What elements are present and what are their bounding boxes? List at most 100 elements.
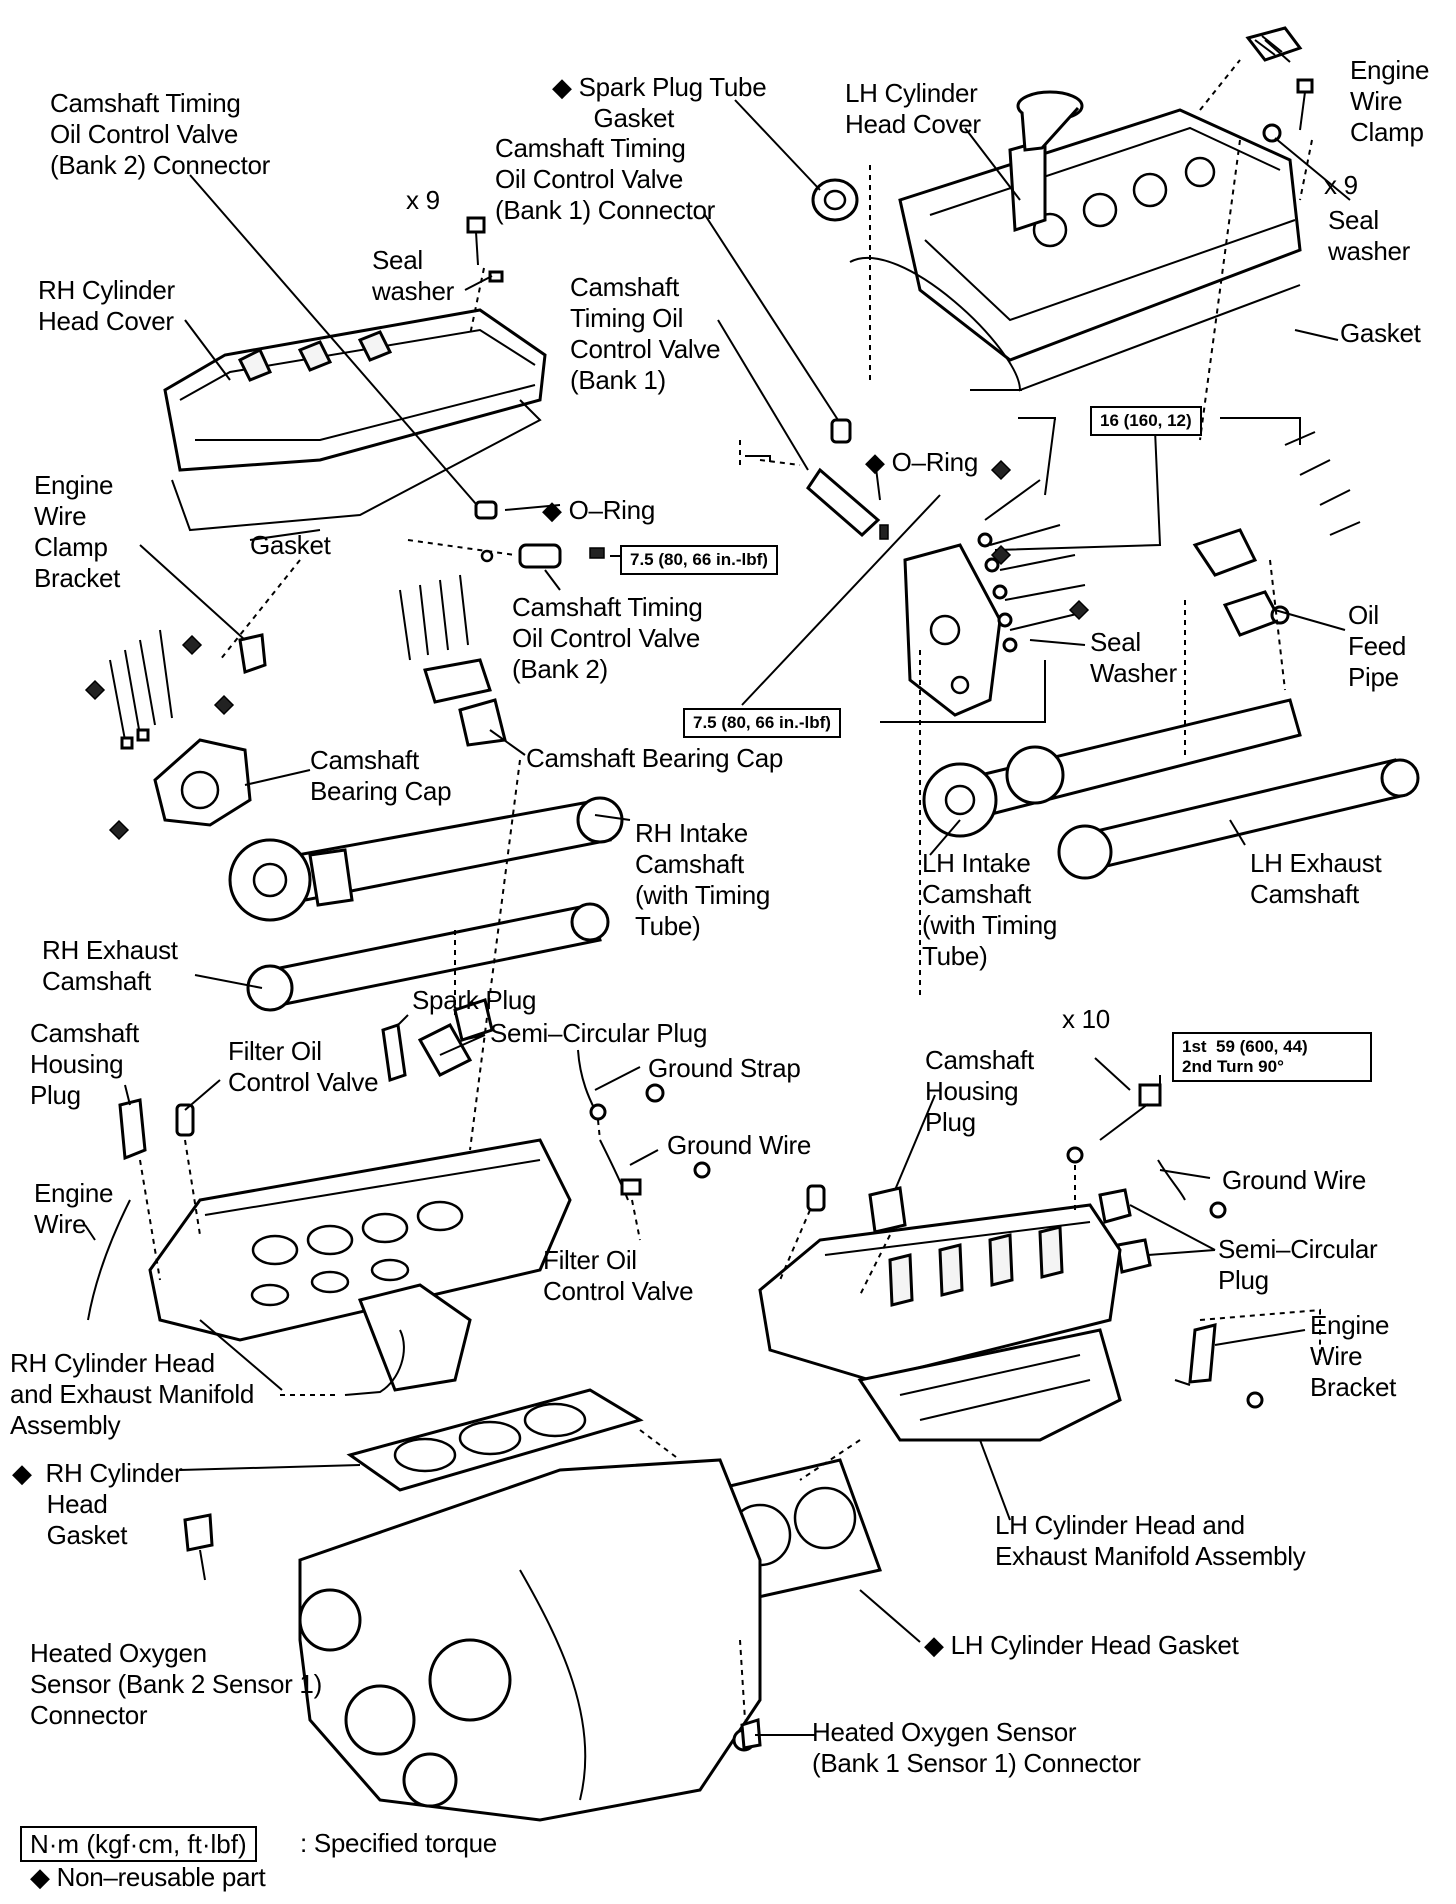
ground-wire-right-part (1157, 1159, 1227, 1219)
label-camshaft-housing-plug-left: Camshaft Housing Plug (30, 1018, 139, 1110)
engine-wire-part (87, 1199, 131, 1321)
dashed-alignment-lines (139, 59, 1321, 1721)
label-spark-plug-tube-gasket: ◆ Spark Plug Tube Gasket (552, 72, 767, 133)
timing-housing-left-part (153, 738, 252, 827)
label-engine-wire-clamp: Engine Wire Clamp (1350, 55, 1430, 147)
label-rh-cylinder-head-cover: RH Cylinder Head Cover (38, 275, 175, 336)
label-seal-washer-left: Seal washer (372, 245, 455, 306)
spark-plug-part (381, 1023, 407, 1082)
label-filter-oil-control-valve-left: Filter Oil Control Valve (228, 1036, 379, 1097)
ground-strap-part (577, 1049, 665, 1121)
label-cam-ocv-bank2-connector: Camshaft Timing Oil Control Valve (Bank … (50, 88, 271, 180)
label-cam-ocv-bank2: Camshaft Timing Oil Control Valve (Bank … (512, 592, 703, 684)
ho2-bank1-connector-part (740, 1718, 762, 1750)
ocv-bank2-part (480, 543, 605, 569)
label-lh-exhaust-camshaft: LH Exhaust Camshaft (1250, 848, 1382, 909)
lh-exhaust-camshaft-part (1057, 758, 1420, 880)
label-x9-right: x 9 (1324, 170, 1358, 200)
label-lh-cylinder-head-gasket: ◆ LH Cylinder Head Gasket (924, 1630, 1239, 1660)
label-ho2-bank2: Heated Oxygen Sensor (Bank 2 Sensor 1) C… (30, 1638, 322, 1730)
label-lh-intake-camshaft: LH Intake Camshaft (with Timing Tube) (922, 848, 1058, 971)
camshaft-housing-plug-right-part (868, 1186, 907, 1234)
label-seal-washer-mid: Seal Washer (1090, 627, 1177, 688)
legend-torque-units-box: N·m (kgf·cm, ft·lbf) (20, 1826, 257, 1862)
torque-box-16: 16 (160, 12) (1090, 406, 1202, 436)
timing-housing-right-part (903, 543, 1002, 717)
torque-callout-lines (610, 417, 1301, 1090)
label-ground-wire-right: Ground Wire (1222, 1165, 1367, 1195)
label-rh-cylinder-head-gasket: ◆ RH Cylinder Head Gasket (12, 1458, 183, 1550)
semi-circular-plug-top-part (417, 998, 494, 1077)
rh-cylinder-head-cover-part (163, 308, 547, 472)
rh-cylinder-head-assembly-part (148, 1138, 572, 1396)
rh-cover-gasket-part (171, 399, 542, 532)
legend-nonreusable: ◆ Non–reusable part (30, 1862, 266, 1892)
ocv-bank1-connector-part (830, 418, 852, 444)
bolts-right-group (977, 479, 1086, 653)
engine-wire-bracket-part (1188, 1323, 1264, 1409)
oil-feed-pipe-part (1192, 528, 1290, 637)
label-oring-left: ◆ O–Ring (542, 495, 655, 525)
ho2-bank2-connector-part (183, 1513, 214, 1552)
label-ground-wire-left: Ground Wire (667, 1130, 812, 1160)
head-bolt-part (1066, 1083, 1162, 1164)
torque-box-7-5-lower: 7.5 (80, 66 in.-lbf) (683, 708, 841, 738)
filter-oil-control-valve-left-part (175, 1103, 195, 1137)
label-semi-circular-plug-right: Semi–Circular Plug (1218, 1234, 1378, 1295)
label-camshaft-bearing-cap-mid: Camshaft Bearing Cap (526, 743, 784, 773)
ocv-bank2-connector-part (474, 500, 498, 520)
camshaft-housing-plug-left-part (118, 1098, 147, 1161)
seal-washer-icon (1262, 123, 1282, 143)
ground-wire-left-part (599, 1139, 711, 1201)
label-engine-wire: Engine Wire (34, 1178, 114, 1239)
label-engine-wire-bracket: Engine Wire Bracket (1310, 1310, 1397, 1402)
rh-cylinder-head-gasket-part (346, 1388, 644, 1492)
label-lh-head-exhaust-assy: LH Cylinder Head and Exhaust Manifold As… (995, 1510, 1306, 1571)
label-gasket-left: Gasket (250, 530, 331, 560)
bolts-mid-group (399, 574, 469, 661)
leader-lines (84, 39, 1351, 1736)
label-ground-strap: Ground Strap (648, 1053, 801, 1083)
bolts-left-group (109, 629, 173, 750)
semi-circular-plug-right-part (1098, 1188, 1152, 1274)
rh-exhaust-camshaft-part (246, 902, 610, 1012)
label-x10: x 10 (1062, 1004, 1110, 1034)
label-rh-intake-camshaft: RH Intake Camshaft (with Timing Tube) (635, 818, 771, 941)
nonreusable-markers (84, 459, 1090, 841)
label-rh-exhaust-camshaft: RH Exhaust Camshaft (42, 935, 178, 996)
label-gasket-right: Gasket (1340, 318, 1421, 348)
label-ho2-bank1: Heated Oxygen Sensor (Bank 1 Sensor 1) C… (812, 1717, 1141, 1778)
lh-cylinder-head-assembly-part (758, 1203, 1122, 1442)
label-engine-wire-clamp-bracket: Engine Wire Clamp Bracket (34, 470, 121, 593)
label-cam-ocv-bank1: Camshaft Timing Oil Control Valve (Bank … (570, 272, 721, 395)
label-oil-feed-pipe: Oil Feed Pipe (1348, 600, 1407, 692)
bolt-icon (1296, 78, 1314, 131)
bolts-far-right-group (1284, 431, 1361, 536)
label-semi-circular-plug-top: Semi–Circular Plug (490, 1018, 708, 1048)
label-rh-head-exhaust-assy: RH Cylinder Head and Exhaust Manifold As… (10, 1348, 255, 1440)
lh-intake-camshaft-part (922, 698, 1302, 838)
label-spark-plug: Spark Plug (412, 985, 537, 1015)
label-lh-cylinder-head-cover: LH Cylinder Head Cover (845, 78, 981, 139)
engine-wire-clamp-part (1245, 26, 1303, 62)
label-seal-washer-right: Seal washer (1328, 205, 1411, 266)
ocv-bank1-part (806, 467, 889, 540)
filter-oil-control-valve-mid-part (806, 1184, 826, 1212)
label-filter-oil-control-valve-mid: Filter Oil Control Valve (543, 1245, 694, 1306)
label-camshaft-bearing-cap-left: Camshaft Bearing Cap (310, 745, 452, 806)
label-camshaft-housing-plug-right: Camshaft Housing Plug (925, 1045, 1034, 1137)
torque-box-7-5-upper: 7.5 (80, 66 in.-lbf) (620, 545, 778, 575)
lh-cover-gasket-part (849, 257, 1301, 392)
spark-plug-tube-gasket-part (811, 178, 859, 222)
label-oring-right: ◆ O–Ring (865, 447, 978, 477)
legend-torque-desc: : Specified torque (300, 1828, 497, 1858)
engine-block-part (298, 1458, 762, 1822)
engine-wire-clamp-bracket-part (238, 633, 267, 675)
bolt-icon (466, 216, 486, 266)
rh-intake-camshaft-part (228, 796, 624, 922)
ho2-lead-right-part (1174, 1379, 1191, 1386)
torque-box-59: 1st 59 (600, 44) 2nd Turn 90° (1172, 1032, 1372, 1082)
label-cam-ocv-bank1-connector: Camshaft Timing Oil Control Valve (Bank … (495, 133, 716, 225)
